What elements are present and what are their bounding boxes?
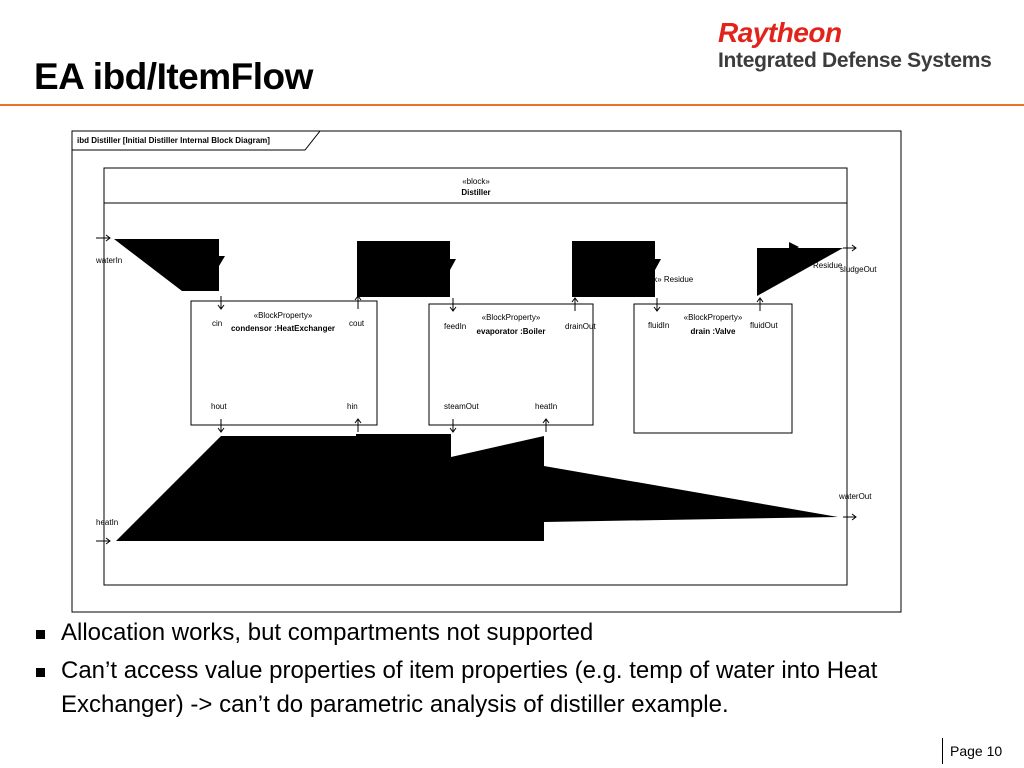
bullet-square-icon <box>36 668 45 677</box>
part-condensor-name: condensor :HeatExchanger <box>231 324 335 333</box>
flow-arrowhead <box>445 259 456 270</box>
flow-arrowhead <box>214 256 225 266</box>
port-heat-in-label: heatIn <box>96 518 118 527</box>
cout-to-feedin-flow <box>357 241 450 297</box>
port-sludge-out-label: sludgeOut <box>840 265 877 274</box>
port-label-heatin: heatIn <box>535 402 557 411</box>
slide-title: EA ibd/ItemFlow <box>34 56 313 97</box>
residue-flow <box>757 248 843 296</box>
page-number: Page 10 <box>950 743 1003 759</box>
part-evaporator-name: evaporator :Boiler <box>477 327 546 336</box>
port-label-cin: cin <box>212 319 222 328</box>
title-divider <box>0 104 1024 106</box>
drainout-to-fluidin-flow <box>572 241 655 297</box>
flow-label-h2o: H2O <box>182 279 198 288</box>
bullet-list: Allocation works, but compartments not s… <box>34 616 994 726</box>
part-evaporator-stereotype: «BlockProperty» <box>482 313 541 322</box>
port-label-hin: hin <box>347 402 358 411</box>
port-label-cout: cout <box>349 319 365 328</box>
flow-arrowhead <box>789 242 799 253</box>
bullet-text: Can’t access value properties of item pr… <box>61 657 878 718</box>
port-label-drainout: drainOut <box>565 322 596 331</box>
port-heat-in <box>96 537 111 545</box>
port-water-in-label: waterIn <box>95 256 122 265</box>
part-drain <box>633 303 793 434</box>
distiller-stereotype: «block» <box>462 177 490 186</box>
part-drain-stereotype: «BlockProperty» <box>684 313 743 322</box>
page-divider <box>942 738 943 764</box>
bullet-square-icon <box>36 630 45 639</box>
port-arrows-evaporator <box>449 297 579 433</box>
flow-label-residue: Residue <box>813 261 843 270</box>
flow-arrowhead <box>650 259 661 270</box>
port-arrows-condensor <box>217 295 362 433</box>
flow-label-block-residue: lock» Residue <box>643 275 694 284</box>
bullet-item: Can’t access value properties of item pr… <box>34 654 994 722</box>
port-arrows-drain <box>653 297 764 312</box>
water-out-flow <box>544 466 838 522</box>
raytheon-logo: Raytheon Integrated Defense Systems <box>718 17 992 74</box>
part-condensor <box>190 300 378 426</box>
water-in-flow <box>114 239 219 291</box>
part-condensor-stereotype: «BlockProperty» <box>254 311 313 320</box>
port-water-out <box>843 513 857 521</box>
logo-subtitle: Integrated Defense Systems <box>718 49 992 72</box>
port-label-fluidin: fluidIn <box>648 321 669 330</box>
port-water-in <box>96 234 111 242</box>
port-water-out-label: waterOut <box>838 492 872 501</box>
port-label-fluidout: fluidOut <box>750 321 778 330</box>
frame-tab <box>71 130 322 151</box>
port-sludge-out <box>843 244 857 252</box>
part-evaporator <box>428 303 594 426</box>
port-label-hout: hout <box>211 402 227 411</box>
distiller-block <box>103 167 848 586</box>
port-label-feedin: feedIn <box>444 322 466 331</box>
part-drain-name: drain :Valve <box>691 327 736 336</box>
logo-brand: Raytheon <box>718 17 842 48</box>
bullet-item: Allocation works, but compartments not s… <box>34 616 994 650</box>
frame-label: ibd Distiller [Initial Distiller Interna… <box>77 136 270 145</box>
diagram-frame <box>71 130 902 613</box>
distiller-name: Distiller <box>461 188 490 197</box>
bullet-text: Allocation works, but compartments not s… <box>61 619 594 646</box>
port-label-steamout: steamOut <box>444 402 479 411</box>
heat-flow <box>116 434 544 541</box>
